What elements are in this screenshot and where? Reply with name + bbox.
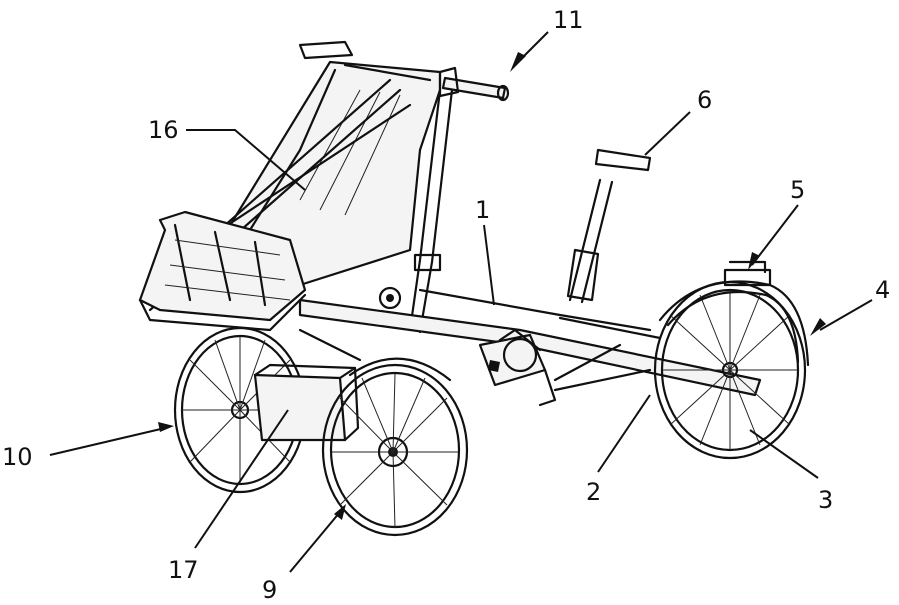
seat-post bbox=[566, 148, 652, 304]
label-10: 10 bbox=[2, 443, 33, 471]
label-1: 1 bbox=[475, 196, 490, 224]
crank-assembly bbox=[478, 328, 652, 407]
leader-lines bbox=[49, 31, 873, 573]
rear-rack bbox=[723, 260, 772, 287]
label-11: 11 bbox=[553, 6, 584, 34]
child-seat bbox=[138, 40, 442, 332]
label-9: 9 bbox=[262, 576, 277, 604]
reference-labels: 11 6 16 5 1 4 10 2 3 17 9 bbox=[2, 6, 890, 604]
handlebar bbox=[438, 66, 510, 102]
label-6: 6 bbox=[697, 86, 712, 114]
label-4: 4 bbox=[875, 276, 890, 304]
front-axle-housing bbox=[253, 328, 362, 442]
front-wheel-right bbox=[321, 357, 469, 537]
label-16: 16 bbox=[148, 116, 179, 144]
label-17: 17 bbox=[168, 556, 199, 584]
label-5: 5 bbox=[790, 176, 805, 204]
label-3: 3 bbox=[818, 486, 833, 514]
label-2: 2 bbox=[586, 478, 601, 506]
